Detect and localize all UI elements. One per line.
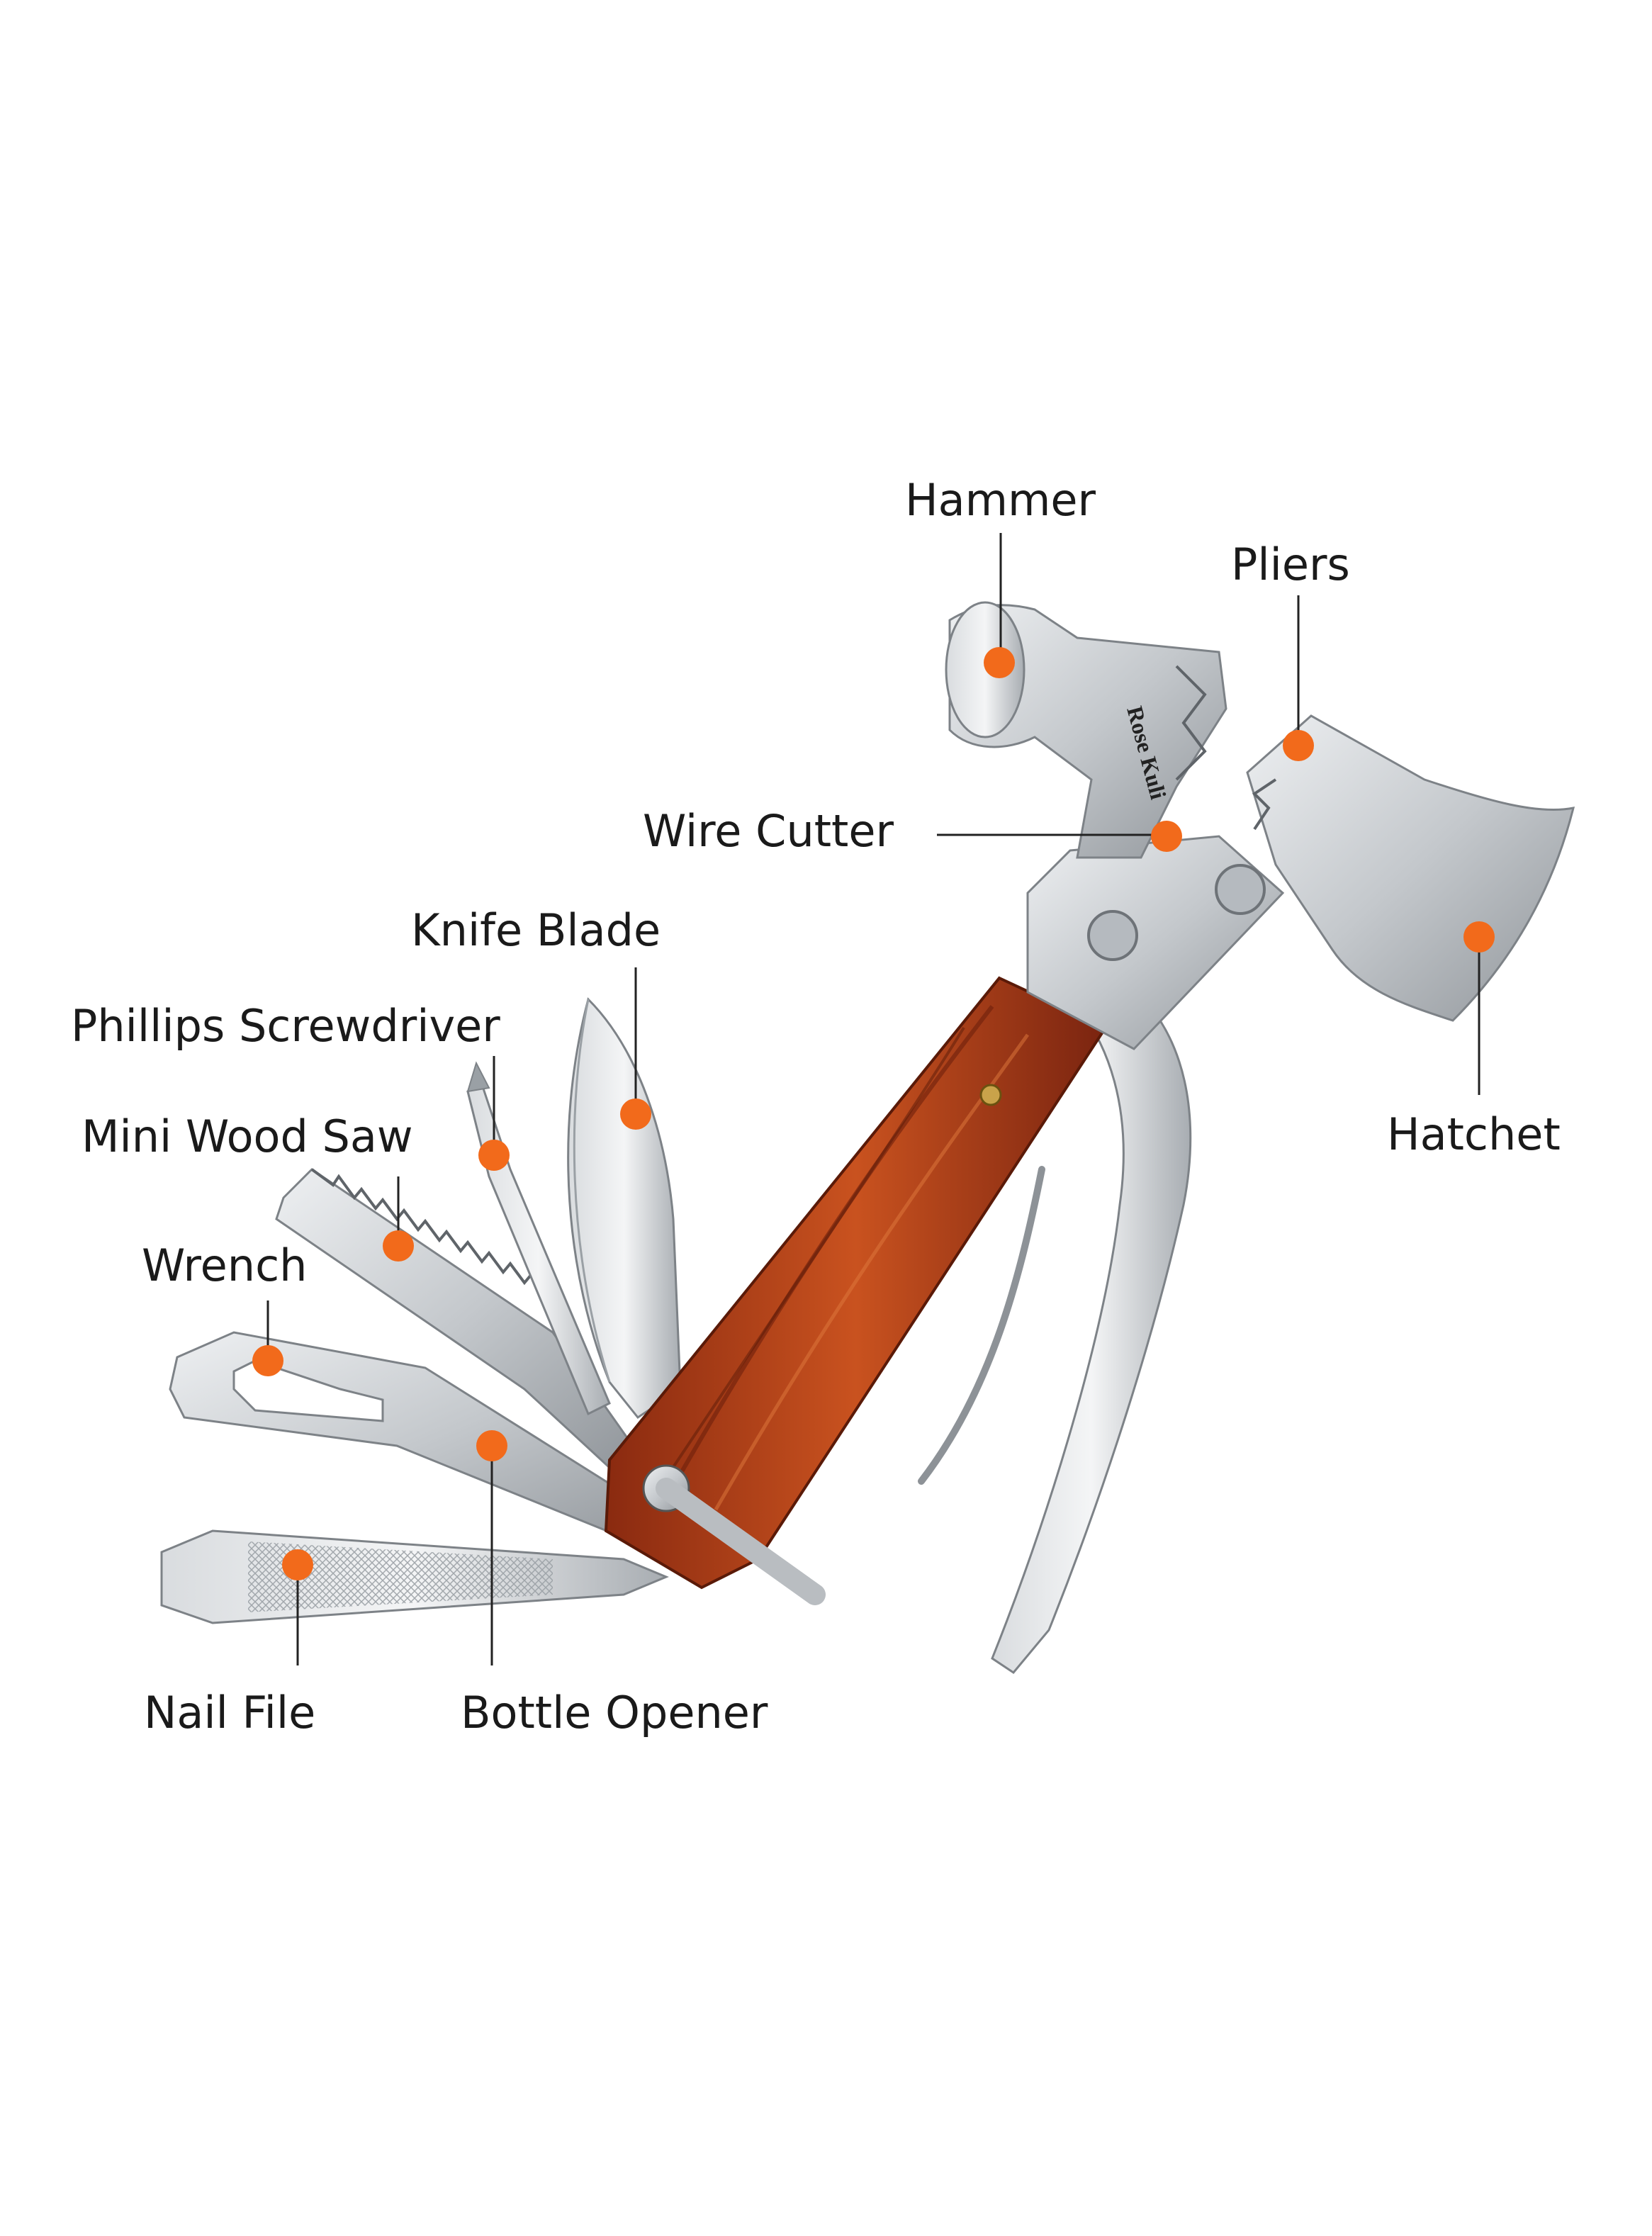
label-phillips-screwdriver: Phillips Screwdriver	[71, 1000, 500, 1052]
label-wire-cutter: Wire Cutter	[643, 805, 894, 857]
label-hammer: Hammer	[905, 474, 1096, 526]
markers	[252, 647, 1495, 1580]
label-knife-blade: Knife Blade	[411, 904, 661, 956]
marker-saw	[383, 1230, 414, 1262]
marker-pliers	[1283, 730, 1314, 761]
wood-handle	[604, 976, 1108, 1605]
marker-bottle-opener	[476, 1430, 507, 1461]
label-hatchet: Hatchet	[1387, 1108, 1561, 1160]
marker-hatchet	[1463, 921, 1495, 953]
marker-hammer	[984, 647, 1015, 678]
marker-nail-file	[282, 1549, 313, 1580]
marker-wire-cutter	[1151, 821, 1182, 852]
label-nail-file: Nail File	[144, 1687, 316, 1738]
hatchet-head	[1246, 714, 1575, 1022]
label-bottle-opener: Bottle Opener	[461, 1687, 768, 1738]
marker-knife-blade	[620, 1099, 651, 1130]
label-pliers: Pliers	[1231, 539, 1350, 590]
leader-lines	[266, 533, 1480, 1665]
nail-file-tool	[160, 1529, 669, 1624]
pliers-handle	[991, 970, 1192, 1674]
marker-screwdriver	[478, 1140, 510, 1171]
label-wrench: Wrench	[142, 1240, 308, 1291]
marker-wrench	[252, 1345, 283, 1376]
head-bolster	[1026, 835, 1285, 1050]
label-mini-wood-saw: Mini Wood Saw	[82, 1111, 413, 1162]
pocket-clip	[918, 1166, 1045, 1485]
hammer-head	[945, 601, 1227, 859]
